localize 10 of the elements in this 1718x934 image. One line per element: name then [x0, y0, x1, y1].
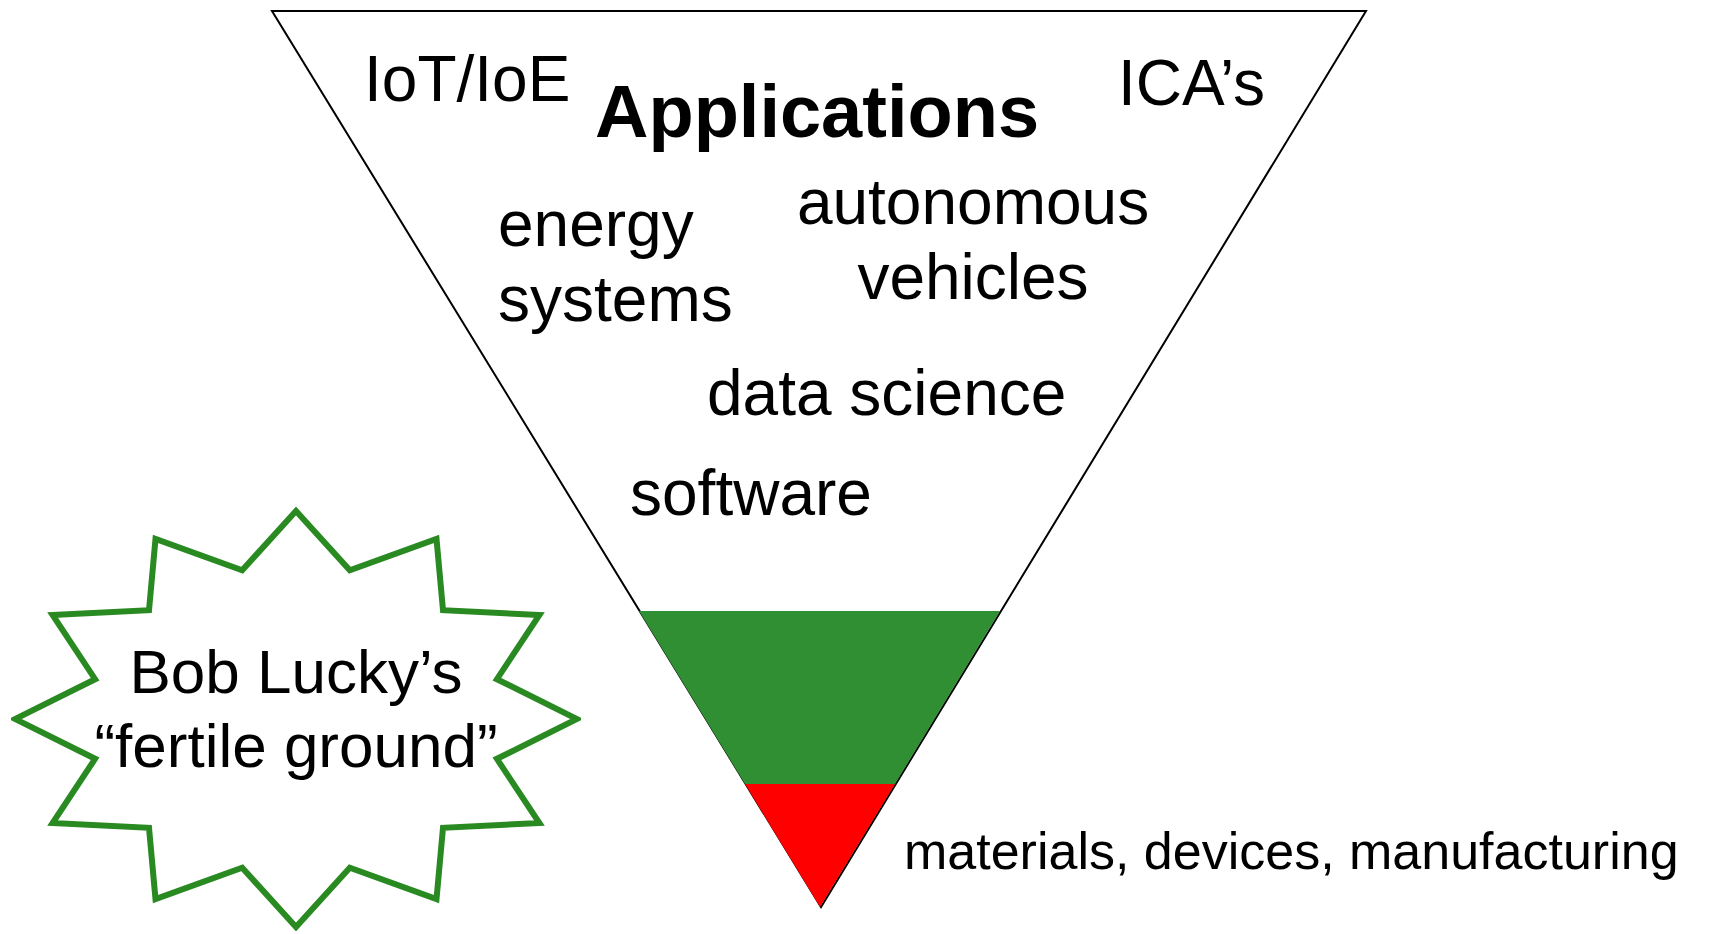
- callout-text: Bob Lucky’s “fertile ground”: [93, 636, 499, 783]
- topic-text: ICA’s: [1118, 47, 1265, 121]
- starburst: [11, 507, 581, 931]
- layer-text: materials, devices, manufacturing: [904, 822, 1679, 882]
- topic-text: energy systems: [498, 187, 734, 337]
- topic-text: software: [630, 457, 872, 531]
- topic-text: autonomous vehicles: [795, 165, 1151, 315]
- topic-text: IoT/IoE: [364, 43, 571, 117]
- topic-text: data science: [707, 357, 1067, 431]
- heading-text: Applications: [595, 69, 1040, 155]
